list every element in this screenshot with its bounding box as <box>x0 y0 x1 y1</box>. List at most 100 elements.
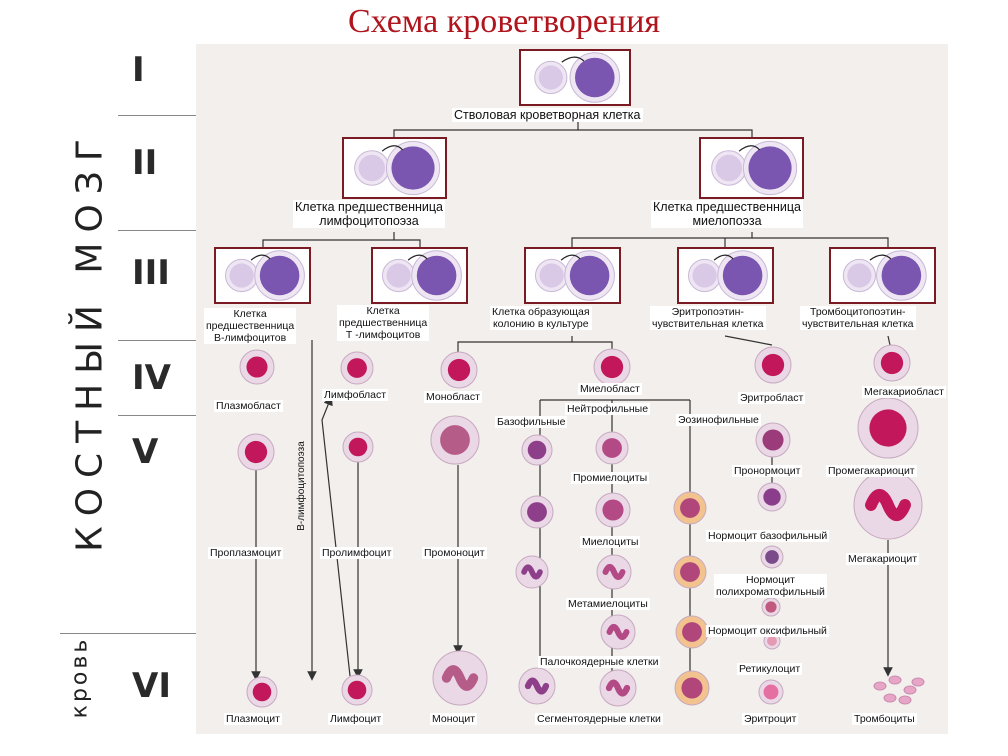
eosinophil-metamyelocyte-cell <box>675 615 709 649</box>
erythrocyte-cell <box>758 679 784 705</box>
megakaryocyte-label: Мегакариоцит <box>846 553 920 565</box>
plasmocyte-label: Плазмоцит <box>224 713 282 725</box>
divider <box>118 115 196 116</box>
reticulocyte-cell-nucleus <box>767 636 777 646</box>
pronormocyte-label: Пронормоцит <box>732 465 803 477</box>
thrombocyte-5 <box>911 677 925 687</box>
stem-cell-box-large-nucleus <box>575 57 615 98</box>
normocyte-oxyphilic-cell <box>761 597 781 617</box>
proplasmocyte-cell-nucleus <box>244 440 268 464</box>
neutrophil-promyelocyte-cell <box>595 431 629 465</box>
myeloid-progenitor-box <box>699 137 804 199</box>
normocyte-polychromatophilic-cell <box>760 545 784 569</box>
reticulocyte-label: Ретикулоцит <box>737 663 803 675</box>
monocyte-cell-nucleus <box>441 665 479 691</box>
stem-to-lymphoid-line <box>393 122 579 138</box>
neutrophil-promyelocyte-cell-nucleus <box>602 438 622 458</box>
basophil-myelocyte-cell-nucleus <box>527 502 547 522</box>
epo-box-large-nucleus <box>722 255 763 296</box>
lymphoid-progenitor-box-cycle-arrow <box>381 145 404 152</box>
thrombocyte-2 <box>903 685 917 695</box>
monocyte-cell <box>432 650 488 706</box>
erythroblast-cell-nucleus <box>761 353 785 377</box>
promonocyte-cell-nucleus <box>440 425 470 455</box>
proplasmocyte-label: Проплазмоцит <box>208 547 284 559</box>
class-iii-label: III <box>132 253 170 293</box>
cfu-box-small-nucleus <box>539 263 564 288</box>
lymphocyte-label: Лимфоцит <box>328 713 384 725</box>
myeloblast-label: Миелобласт <box>578 383 642 395</box>
b-progenitor-box-large-nucleus <box>259 255 300 296</box>
class-i-label: I <box>132 50 145 90</box>
thrombocyte-3 <box>883 693 897 703</box>
lymphocyte-cell <box>341 674 373 706</box>
megakaryoblast-cell <box>873 344 911 382</box>
erythrocyte-label: Эритроцит <box>742 713 799 725</box>
eosinophil-metamyelocyte-cell-nucleus <box>682 622 702 642</box>
tpo-box-cycle-arrow <box>869 254 892 261</box>
b-lymphopoiesis-label: В-лимфоцитопоэза <box>296 441 307 531</box>
t-progenitor-box <box>371 247 468 304</box>
divider <box>60 633 196 634</box>
epo-box-cycle-arrow <box>713 254 734 261</box>
lymphoid-progenitor-box <box>342 137 447 199</box>
tpo-box <box>829 247 936 304</box>
class-vi-label: VI <box>132 666 171 706</box>
promonocyte-cell <box>430 415 480 465</box>
thrombocytes-group <box>873 675 925 705</box>
t-progenitor-box-large-nucleus <box>416 255 457 296</box>
epo-cell-label: Эритропоэтин- чувствительная клетка <box>650 306 766 330</box>
tpo-cell-label: Тромбоцитопоэтин- чувствительная клетка <box>800 306 916 330</box>
neutrophil-myelocyte-cell-nucleus <box>602 499 624 521</box>
epo-to-erythroblast-line <box>724 335 773 346</box>
monoblast-cell-nucleus <box>447 358 471 382</box>
thrombocyte-4 <box>898 695 912 705</box>
lymphoblast-label: Лимфобласт <box>322 389 389 401</box>
neutrophil-metamyelocyte-cell-nucleus <box>602 564 626 580</box>
myeloblast-cell-nucleus <box>600 355 624 379</box>
monoblast-label: Монобласт <box>424 391 482 403</box>
prolymphocyte-label: Пролимфоцит <box>320 547 394 559</box>
plasmoblast-cell-nucleus <box>246 356 268 378</box>
b-progenitor-label: Клетка предшественница В-лимфоцитов <box>204 308 297 344</box>
lymphoblast-cell <box>340 351 374 385</box>
normocyte-oxyphilic-label: Нормоцит оксифильный <box>706 625 829 637</box>
lymphoid-to-b-line <box>262 232 395 248</box>
proplasmocyte-cell <box>237 433 275 471</box>
thrombocyte-1 <box>888 675 902 685</box>
normocyte-basophilic-cell-nucleus <box>763 488 781 506</box>
lymphoid-to-t-line <box>394 239 421 248</box>
normocyte-polychromatophilic-label: Нормоцит полихроматофильный <box>714 574 827 598</box>
promegakaryocyte-label: Промегакариоцит <box>826 465 917 477</box>
promegakaryocyte-cell-nucleus <box>869 409 907 447</box>
t-progenitor-label: Клетка предшественница Т -лимфоцитов <box>337 305 430 341</box>
reticulocyte-cell <box>763 632 781 650</box>
neutrophil-segmented-cell-nucleus <box>605 679 631 697</box>
tpo-box-large-nucleus <box>881 255 922 296</box>
stem-cell-box <box>519 49 631 106</box>
myeloid-progenitor-box-small-nucleus <box>715 154 743 182</box>
cfu-label: Клетка образующая колонию в культуре <box>490 306 592 330</box>
myeloid-progenitor-label: Клетка предшественница миелопоэза <box>651 200 804 228</box>
t-progenitor-box-cycle-arrow <box>407 254 428 261</box>
basophil-promyelocyte-cell <box>521 434 553 466</box>
megakaryoblast-label: Мегакариобласт <box>862 386 946 398</box>
band-cells-label: Палочкоядерные клетки <box>538 656 661 668</box>
stem-cell-box-cycle-arrow <box>561 56 585 63</box>
lymphocyte-recirculation-line <box>321 395 351 677</box>
erythrocyte-cell-nucleus <box>763 684 779 700</box>
lymphoblast-cell-nucleus <box>347 358 367 378</box>
myeloid-to-tpo-line <box>752 237 889 248</box>
neutrophilic-label: Нейтрофильные <box>565 403 651 415</box>
normocyte-basophilic-cell <box>757 482 787 512</box>
pronormocyte-cell <box>755 422 791 458</box>
b-progenitor-box-cycle-arrow <box>250 254 271 261</box>
stem-cell-box-small-nucleus <box>538 65 563 90</box>
eosinophil-myelocyte-cell <box>673 555 707 589</box>
promyelocytes-label: Промиелоциты <box>571 472 650 484</box>
divider <box>118 340 196 341</box>
class-v-label: V <box>132 432 159 472</box>
class-iv-label: IV <box>132 358 171 398</box>
b-progenitor-box <box>214 247 311 304</box>
plasmocyte-cell <box>246 676 278 708</box>
